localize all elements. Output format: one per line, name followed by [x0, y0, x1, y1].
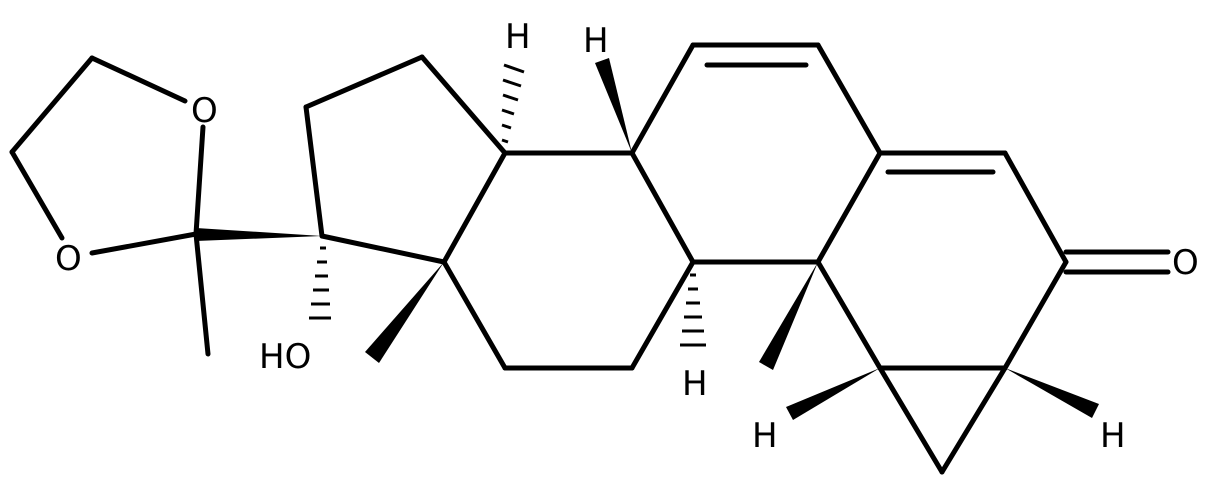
ketone-oxygen: O [1172, 243, 1199, 283]
bond-c1-cp [877, 365, 945, 475]
wedge-c1-h [786, 368, 880, 420]
hydrogen-c9: H [682, 364, 708, 404]
bond-c2-cp [939, 365, 1008, 475]
wedge-c13-methyl [365, 262, 444, 363]
wedge-bonds [196, 58, 1099, 420]
dioxolane-oxygen-top: O [191, 91, 218, 131]
bond-o-bottom-ch2 [9, 149, 65, 241]
hash-c14-h [501, 63, 525, 144]
bond-c5-c10 [815, 150, 883, 265]
atom-labels: O O HO O H H H H H [55, 17, 1199, 456]
bond-ketal-methyl [193, 231, 211, 357]
bond-c16-c17 [303, 104, 325, 239]
bond-c8-c7 [629, 42, 696, 156]
bond-c3-c2 [1002, 259, 1069, 371]
bond-c13-c14 [441, 150, 508, 265]
hydrogen-c8: H [583, 21, 609, 61]
hash-c9-h [680, 273, 706, 347]
bond-o-top-ketal [193, 124, 206, 237]
wedge-c17-ketal [196, 228, 322, 241]
wedge-c8-h [595, 58, 632, 153]
bond-ketal-o-bottom [89, 231, 199, 256]
hash-bonds [309, 63, 706, 347]
bond-ch2-ch2 [9, 55, 95, 155]
wedge-c2-h [1005, 368, 1099, 418]
bond-c1-c10 [815, 259, 883, 371]
bond-c8-c9 [629, 150, 696, 265]
bond-c17-c13 [319, 233, 447, 265]
dioxolane-oxygen-bottom: O [55, 239, 82, 279]
bond-c4-c3 [1002, 150, 1069, 265]
bond-c16-c15 [303, 54, 425, 110]
bond-c6-c5 [815, 42, 883, 156]
bond-c15-c14 [419, 54, 508, 156]
bond-c9-c11 [629, 259, 696, 371]
wedge-c10-methyl [759, 262, 818, 370]
hydrogen-c2: H [1100, 416, 1126, 456]
bond-ch2-o-top [89, 55, 188, 104]
hydrogen-c1: H [752, 416, 778, 456]
hydroxyl-label: HO [259, 337, 311, 377]
bond-lines [9, 42, 1171, 475]
bond-c12-c13 [441, 259, 508, 371]
hydrogen-c14: H [505, 17, 531, 57]
hash-c17-oh [309, 246, 331, 320]
